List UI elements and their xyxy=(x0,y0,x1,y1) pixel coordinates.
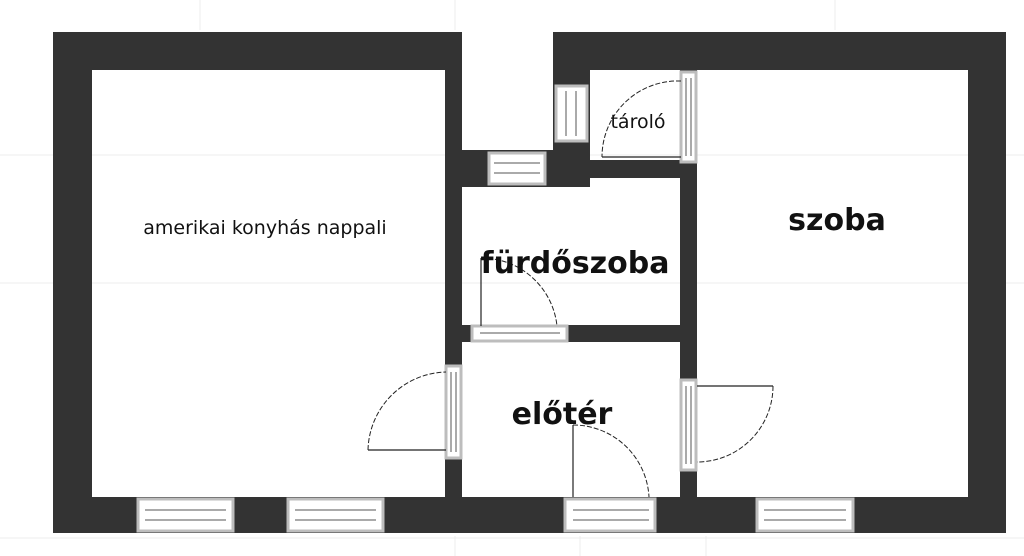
room-label-tarolo: tároló xyxy=(610,111,665,133)
room-label-szoba: szoba xyxy=(788,203,886,238)
room-label-nappali: amerikai konyhás nappali xyxy=(143,217,386,239)
room-label-eloter: előtér xyxy=(512,397,613,432)
room-label-furdoszoba: fürdőszoba xyxy=(481,246,670,281)
doors xyxy=(367,70,774,533)
windows xyxy=(136,84,855,533)
